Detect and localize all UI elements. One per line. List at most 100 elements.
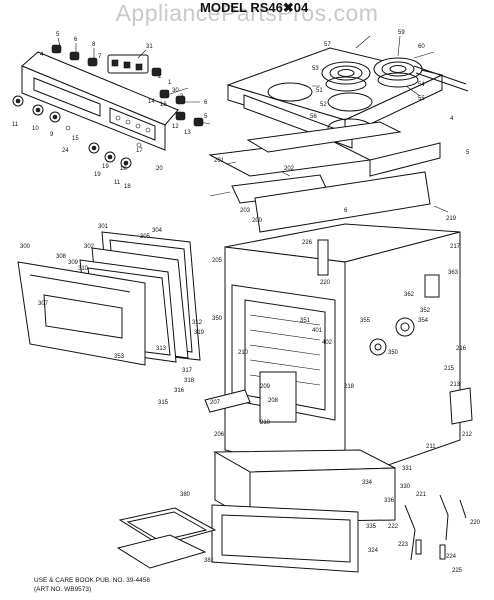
callout-313: 313: [156, 346, 167, 352]
callout-2: 2: [158, 74, 162, 80]
callout-210-a: 210: [238, 350, 249, 356]
callout-215: 215: [444, 366, 455, 372]
callout-202: 202: [284, 166, 295, 172]
callout-52: 52: [320, 102, 327, 108]
callout-3: 3: [180, 94, 184, 100]
callout-4-a: 4: [40, 52, 44, 58]
callout-6-b: 6: [204, 100, 208, 106]
callout-324: 324: [368, 548, 379, 554]
callout-353: 353: [114, 354, 125, 360]
callout-316: 316: [174, 388, 185, 394]
callout-210-b: 210: [260, 420, 271, 426]
leader-lines: [57, 35, 449, 213]
callout-18-a: 18: [120, 166, 127, 172]
callout-221: 221: [416, 492, 427, 498]
callout-222: 222: [388, 524, 399, 530]
use-care-book-line: USE & CARE BOOK PUB. NO. 39-4456: [34, 577, 150, 584]
callout-354: 354: [418, 318, 429, 324]
footer-note: USE & CARE BOOK PUB. NO. 39-4456 (ART NO…: [34, 576, 150, 594]
callout-24: 24: [62, 148, 69, 154]
callout-5-a: 5: [56, 32, 60, 38]
callout-331: 331: [402, 466, 413, 472]
callout-201: 201: [214, 158, 225, 164]
callout-9: 9: [50, 132, 54, 138]
broiler-pan: [116, 507, 217, 569]
callout-200: 200: [252, 218, 263, 224]
drip-trays: [208, 121, 441, 233]
control-panel: [21, 51, 179, 151]
callout-13: 13: [184, 130, 191, 136]
callout-10: 10: [32, 126, 39, 132]
storage-drawer: [211, 449, 396, 573]
callout-20: 20: [156, 166, 163, 172]
callout-363: 363: [448, 270, 459, 276]
callout-401: 401: [312, 328, 323, 334]
callout-209: 209: [260, 384, 271, 390]
callout-219: 219: [446, 216, 457, 222]
callout-1: 1: [168, 80, 172, 86]
callout-355: 355: [360, 318, 371, 324]
callout-217: 217: [450, 244, 461, 250]
callout-57: 57: [324, 42, 331, 48]
callout-336: 336: [384, 498, 395, 504]
callout-225: 225: [452, 568, 463, 574]
callout-362: 362: [404, 292, 415, 298]
callout-labels: 5 6 8 31 4 7 2 1 30 3 14 16 6 5 12 13 11…: [12, 30, 481, 574]
callout-381: 381: [204, 558, 215, 564]
callout-207: 207: [210, 400, 221, 406]
callout-300: 300: [20, 244, 31, 250]
callout-315: 315: [158, 400, 169, 406]
callout-309: 309: [68, 260, 79, 266]
callout-51: 51: [316, 88, 323, 94]
callout-302: 302: [84, 244, 95, 250]
callout-226: 226: [302, 240, 313, 246]
callout-318: 318: [184, 378, 195, 384]
callout-17: 17: [136, 148, 143, 154]
callout-402: 402: [322, 340, 333, 346]
art-number-line: (ART NO. WB9573): [34, 586, 92, 593]
callout-12: 12: [172, 124, 179, 130]
callout-19-a: 19: [102, 164, 109, 170]
callout-351: 351: [300, 318, 311, 324]
callout-59: 59: [398, 30, 405, 36]
callout-350-a: 350: [212, 316, 223, 322]
callout-11-b: 11: [114, 180, 121, 186]
callout-5-c: 5: [466, 150, 470, 156]
callout-352: 352: [420, 308, 431, 314]
callout-305: 305: [140, 234, 151, 240]
callout-350-b: 350: [388, 350, 399, 356]
callout-14: 14: [148, 99, 155, 105]
callout-211: 211: [426, 444, 436, 450]
callout-54: 54: [418, 82, 425, 88]
callout-11-a: 11: [12, 122, 19, 128]
callout-312: 312: [192, 320, 203, 326]
leveling-legs: [404, 494, 467, 561]
callout-223: 223: [398, 542, 409, 548]
callout-5-b: 5: [204, 114, 208, 120]
callout-224: 224: [446, 554, 457, 560]
callout-18-b: 18: [124, 184, 131, 190]
callout-220-b: 220: [470, 520, 481, 526]
callout-4-b: 4: [450, 116, 454, 122]
callout-19-b: 19: [94, 172, 101, 178]
callout-205: 205: [212, 258, 223, 264]
callout-334: 334: [362, 480, 373, 486]
callout-53: 53: [312, 66, 319, 72]
callout-304: 304: [152, 228, 163, 234]
callout-213: 213: [450, 382, 461, 388]
loose-knobs: [12, 95, 142, 169]
callout-6-c: 6: [344, 208, 348, 214]
callout-208: 208: [268, 398, 279, 404]
callout-301: 301: [98, 224, 109, 230]
callout-56: 56: [310, 114, 317, 120]
callout-330: 330: [400, 484, 411, 490]
callout-16: 16: [160, 102, 167, 108]
callout-55: 55: [418, 96, 425, 102]
oven-body: [204, 223, 473, 481]
callout-8-a: 8: [92, 42, 96, 48]
callout-310: 310: [78, 266, 89, 272]
callout-15: 15: [72, 136, 79, 142]
callout-218: 218: [344, 384, 355, 390]
callout-335: 335: [366, 524, 377, 530]
